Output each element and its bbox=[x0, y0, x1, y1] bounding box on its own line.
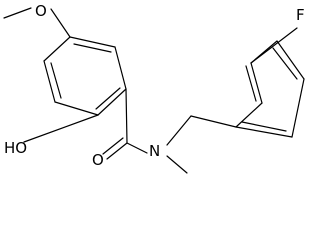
ring1-bond-3-inner bbox=[95, 87, 121, 110]
ring2-bond-5 bbox=[291, 78, 305, 138]
ch2-to-ring-bond bbox=[190, 115, 237, 128]
ring2-bond-4-inner bbox=[272, 47, 298, 80]
ring1-bond-4 bbox=[54, 101, 99, 116]
methyl-to-o-bond bbox=[3, 7, 32, 19]
amide-nitrogen-label: N bbox=[149, 142, 160, 160]
fluorine-label: F bbox=[296, 6, 305, 24]
ring2-bond-2-inner bbox=[245, 65, 257, 102]
hydroxyl-label: HO bbox=[4, 139, 27, 157]
ring2-bond-1 bbox=[235, 102, 263, 128]
carbonyl-double-bond-b bbox=[102, 137, 124, 155]
ring1-bond-1 bbox=[69, 36, 116, 48]
methoxy-oxygen-label: O bbox=[35, 2, 47, 20]
ring2-bond-6-inner bbox=[241, 121, 287, 132]
ring-to-f-bond bbox=[250, 27, 298, 64]
carbonyl-oxygen-label: O bbox=[92, 151, 104, 169]
ring-to-carbonyl-bond bbox=[125, 88, 128, 144]
n-methyl-bond bbox=[166, 155, 188, 174]
carbonyl-double-bond-a bbox=[106, 142, 128, 160]
ring2-bond-4 bbox=[276, 40, 305, 80]
ring-to-oh-bond bbox=[23, 114, 99, 143]
molecule-diagram: O F HO N O bbox=[3, 2, 305, 174]
carbonyl-to-n-bond bbox=[126, 142, 148, 154]
ring1-bond-1-inner bbox=[73, 43, 112, 53]
ring1-bond-5-inner bbox=[50, 62, 62, 99]
o-to-ring-bond bbox=[50, 8, 71, 38]
n-to-ch2-bond bbox=[166, 115, 192, 146]
structure-svg: O F HO N O bbox=[3, 2, 305, 174]
ring2-bond-2 bbox=[250, 62, 263, 104]
ring2-bond-6 bbox=[235, 126, 293, 138]
ring1-bond-6 bbox=[43, 36, 71, 62]
ring1-bond-5 bbox=[43, 60, 56, 103]
ring1-bond-2 bbox=[114, 46, 127, 90]
ring1-bond-3 bbox=[97, 88, 127, 116]
